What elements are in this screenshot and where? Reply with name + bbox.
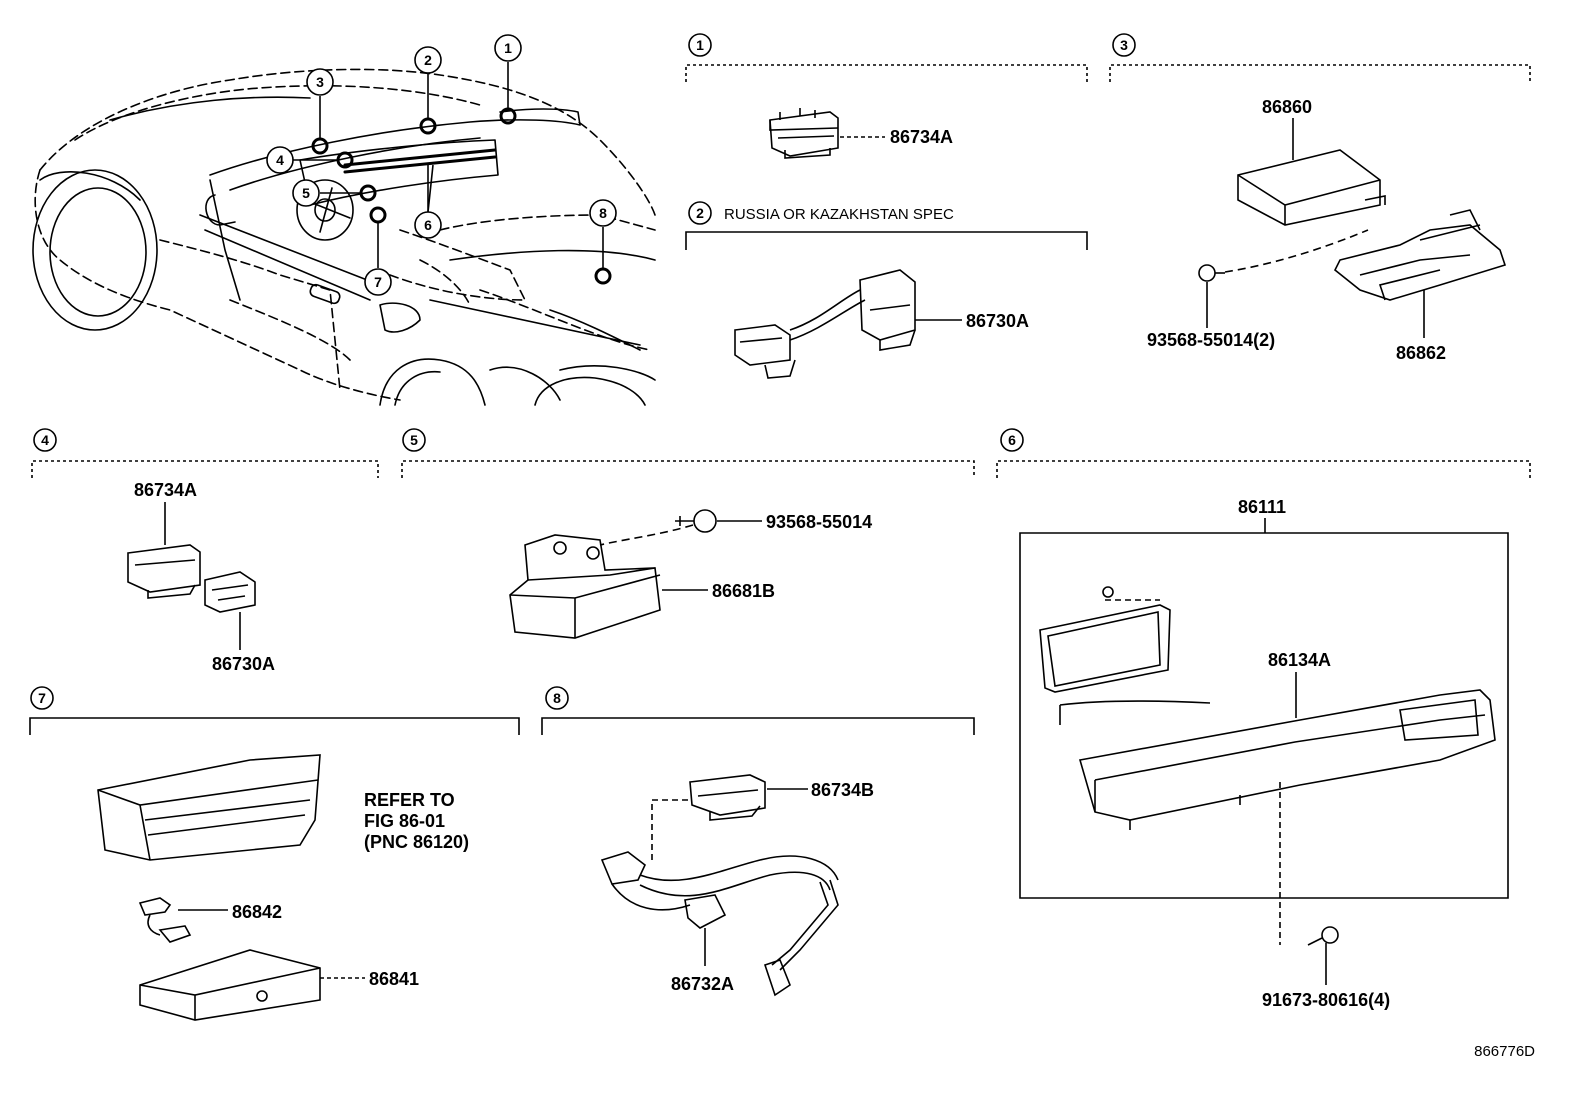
unit-86841 bbox=[140, 950, 320, 1020]
svg-text:4: 4 bbox=[276, 152, 284, 168]
audio-unit bbox=[98, 755, 320, 860]
svg-text:1: 1 bbox=[696, 37, 704, 53]
refer-line-3: (PNC 86120) bbox=[364, 832, 469, 852]
callout-6: 6 bbox=[415, 212, 441, 238]
callout-2: 2 bbox=[415, 47, 441, 73]
callout-7: 7 bbox=[365, 269, 391, 295]
svg-text:8: 8 bbox=[553, 690, 561, 706]
part-number-86842: 86842 bbox=[232, 902, 282, 922]
part-number-91673-80616-4: 91673-80616(4) bbox=[1262, 990, 1390, 1010]
section-1-number: 1 bbox=[689, 34, 711, 56]
sensor-86681B bbox=[510, 535, 660, 638]
overview-callouts: 1 2 3 4 5 6 7 8 bbox=[267, 35, 616, 295]
refer-line-1: REFER TO bbox=[364, 790, 455, 810]
section-7-number: 7 bbox=[31, 687, 53, 709]
connector-86734A-s4 bbox=[128, 545, 200, 598]
harness-86730A bbox=[735, 270, 915, 378]
part-number-86681B: 86681B bbox=[712, 581, 775, 601]
section-2-number: 2 bbox=[689, 202, 711, 224]
svg-text:4: 4 bbox=[41, 432, 49, 448]
callout-4: 4 bbox=[267, 147, 293, 173]
svg-text:7: 7 bbox=[38, 690, 46, 706]
svg-text:5: 5 bbox=[302, 185, 310, 201]
section-5: 5 93568-55014 86681B bbox=[402, 429, 974, 638]
bolt-93568-55014 bbox=[675, 510, 716, 532]
connector-86734A-s1 bbox=[770, 108, 838, 158]
section-4-number: 4 bbox=[34, 429, 56, 451]
part-number-86734A-s4: 86734A bbox=[134, 480, 197, 500]
part-number-93568-55014-2: 93568-55014(2) bbox=[1147, 330, 1275, 350]
part-number-86734B: 86734B bbox=[811, 780, 874, 800]
location-markers bbox=[292, 62, 610, 283]
assembly-box-86111 bbox=[1020, 533, 1508, 898]
svg-text:3: 3 bbox=[1120, 37, 1128, 53]
section-6-number: 6 bbox=[1001, 429, 1023, 451]
section-6: 6 86111 86134A 91673-80616(4) bbox=[997, 429, 1530, 1010]
svg-text:6: 6 bbox=[424, 217, 432, 233]
section-1: 1 86734A bbox=[686, 34, 1087, 158]
svg-text:8: 8 bbox=[599, 205, 607, 221]
vehicle-overview bbox=[32, 69, 655, 405]
part-number-86862: 86862 bbox=[1396, 343, 1446, 363]
section-2: 2 RUSSIA OR KAZAKHSTAN SPEC 86730A bbox=[686, 202, 1087, 378]
connector-86734B bbox=[690, 775, 765, 820]
callout-3: 3 bbox=[307, 69, 333, 95]
section-5-number: 5 bbox=[403, 429, 425, 451]
svg-text:2: 2 bbox=[424, 52, 432, 68]
part-number-93568-55014: 93568-55014 bbox=[766, 512, 872, 532]
callout-1: 1 bbox=[495, 35, 521, 61]
part-number-86134A: 86134A bbox=[1268, 650, 1331, 670]
callout-8: 8 bbox=[590, 200, 616, 226]
part-number-86860: 86860 bbox=[1262, 97, 1312, 117]
part-number-86734A: 86734A bbox=[890, 127, 953, 147]
figure-id: 866776D bbox=[1474, 1043, 1535, 1060]
section-4: 4 86734A 86730A bbox=[32, 429, 378, 674]
harness-86732A bbox=[602, 852, 838, 995]
part-number-86730A-s4: 86730A bbox=[212, 654, 275, 674]
part-number-86730A: 86730A bbox=[966, 311, 1029, 331]
cluster-housing-86134A bbox=[1080, 690, 1495, 830]
part-number-86111: 86111 bbox=[1238, 497, 1286, 517]
part-number-86841: 86841 bbox=[369, 969, 419, 989]
bracket-86862 bbox=[1335, 210, 1505, 300]
screw-91673-80616 bbox=[1308, 927, 1338, 945]
airbag-sensor-86860 bbox=[1238, 150, 1385, 225]
part-number-86732A: 86732A bbox=[671, 974, 734, 994]
refer-line-2: FIG 86-01 bbox=[364, 811, 445, 831]
svg-text:1: 1 bbox=[504, 40, 512, 56]
section-7: 7 REFER TO FIG 86-01 (PNC 86120) 86842 8… bbox=[30, 687, 519, 1020]
section-2-title: RUSSIA OR KAZAKHSTAN SPEC bbox=[724, 206, 954, 223]
svg-text:7: 7 bbox=[374, 274, 382, 290]
section-3: 3 86860 93568-55014(2) 86862 bbox=[1110, 34, 1530, 363]
section-3-number: 3 bbox=[1113, 34, 1135, 56]
section-8-number: 8 bbox=[546, 687, 568, 709]
section-8: 8 86734B 86732A bbox=[542, 687, 974, 995]
svg-text:2: 2 bbox=[696, 205, 704, 221]
connector-86730A-s4 bbox=[205, 572, 255, 612]
svg-text:5: 5 bbox=[410, 432, 418, 448]
svg-text:3: 3 bbox=[316, 74, 324, 90]
callout-5: 5 bbox=[293, 180, 319, 206]
display-panel bbox=[1040, 587, 1210, 725]
svg-text:6: 6 bbox=[1008, 432, 1016, 448]
harness-86842 bbox=[140, 898, 190, 942]
